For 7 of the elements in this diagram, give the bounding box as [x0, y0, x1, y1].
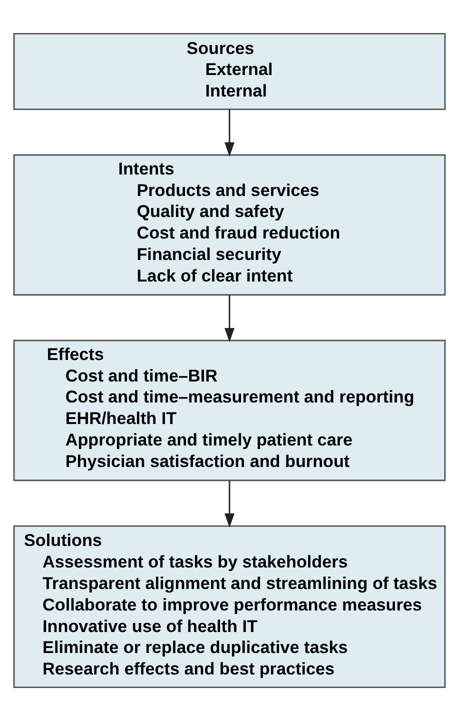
arrow	[224, 294, 234, 342]
arrow	[224, 480, 234, 528]
node-box: Intents Products and services Quality and safety Cost and fraud reduction Financial security Lack of clear intent	[13, 154, 446, 296]
arrow	[224, 109, 234, 157]
node-box: Effects Cost and time–BIR Cost and time–measurement and reporting EHR/health IT Appropriate and timely patient care Physician satisfaction and burnout	[13, 340, 446, 482]
node-box: Sources External Internal	[13, 33, 446, 110]
node-box: Solutions Assessment of tasks by stakeholders Transparent alignment and streamlining of tasks Collaborate to improve performance measures Innovative use of health IT Eliminate or replace duplicative tasks Research effects and best practices	[13, 525, 446, 688]
